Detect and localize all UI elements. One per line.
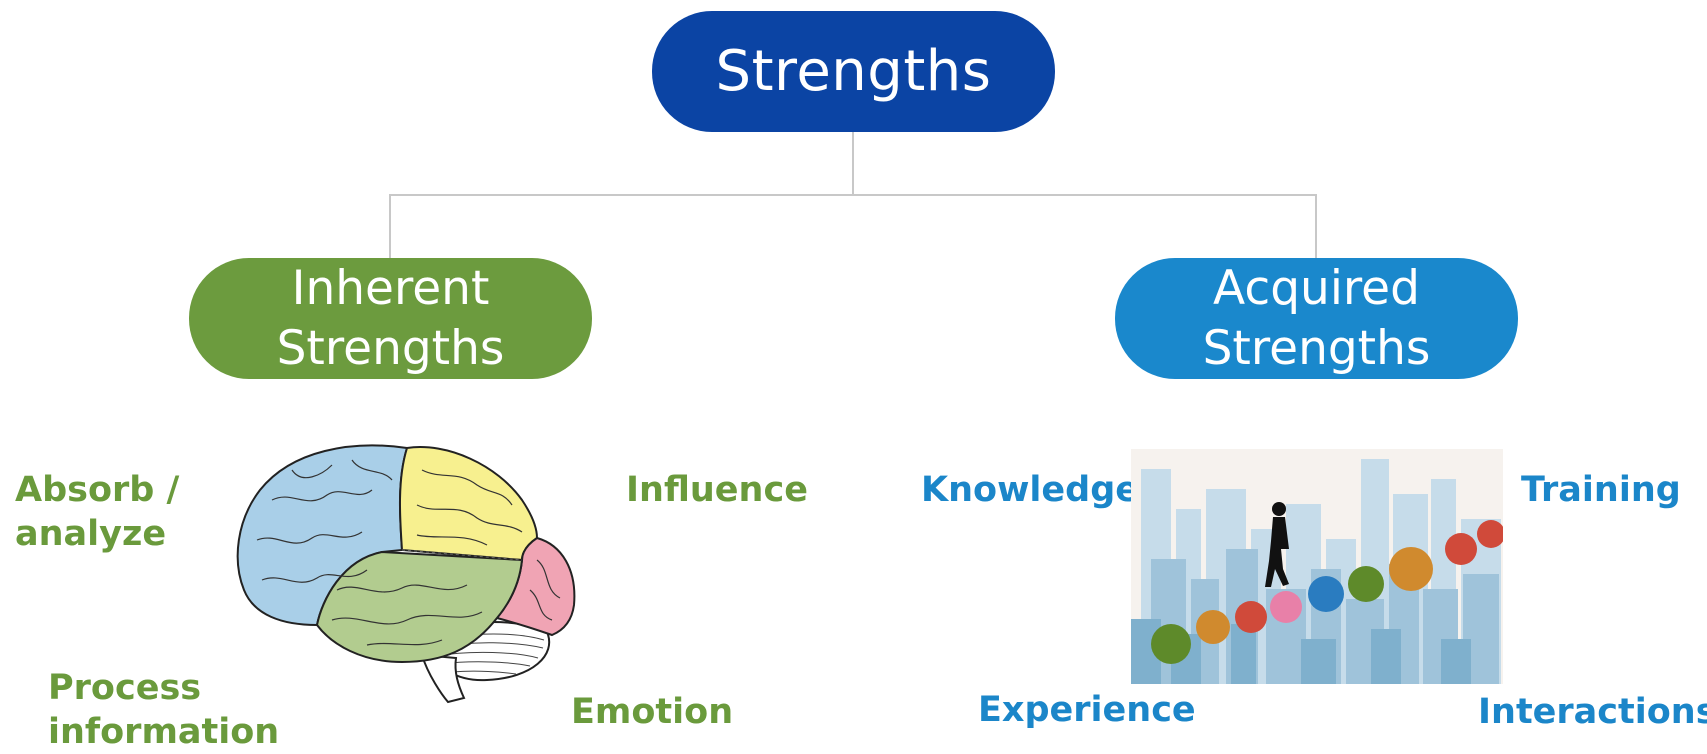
- label-process-line1: Process: [48, 668, 202, 708]
- node-acquired-strengths: Acquired Strengths: [1115, 258, 1518, 379]
- label-process-line2: information: [48, 712, 280, 752]
- label-interactions: Interactions: [1478, 692, 1707, 732]
- inherent-title-line2: Strengths: [276, 320, 505, 376]
- label-training: Training: [1521, 470, 1681, 510]
- acquired-title-line1: Acquired: [1213, 260, 1420, 316]
- root-node-label: Strengths: [715, 39, 992, 104]
- label-absorb-line1: Absorb /: [15, 470, 180, 510]
- label-knowledge: Knowledge: [921, 470, 1139, 510]
- label-experience: Experience: [978, 690, 1196, 730]
- node-inherent-strengths: Inherent Strengths: [189, 258, 592, 379]
- inherent-title-line1: Inherent: [291, 260, 490, 316]
- root-node-strengths: Strengths: [652, 11, 1055, 132]
- label-absorb-line2: analyze: [15, 514, 167, 554]
- label-process-information: Process information: [48, 666, 279, 754]
- acquired-title-line2: Strengths: [1202, 320, 1431, 376]
- label-absorb-analyze: Absorb / analyze: [15, 468, 179, 556]
- brain-illustration-icon: [232, 440, 606, 706]
- label-emotion: Emotion: [571, 692, 734, 732]
- city-puzzle-illustration-icon: [1131, 449, 1505, 684]
- label-influence: Influence: [626, 470, 808, 510]
